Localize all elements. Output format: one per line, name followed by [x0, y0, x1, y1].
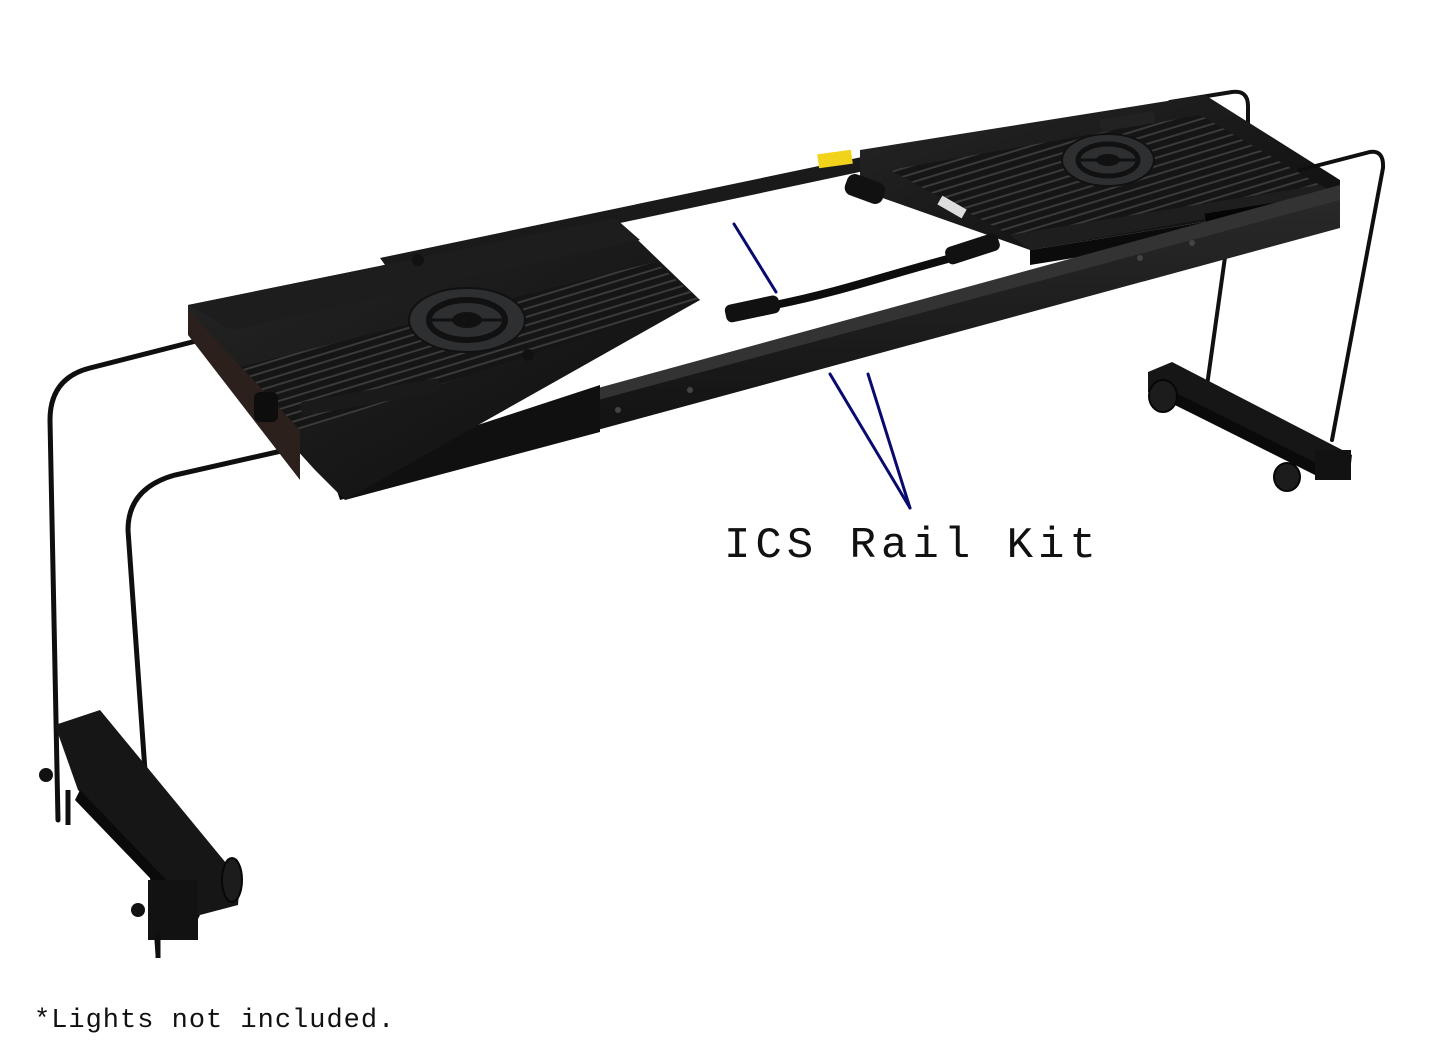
pointer-line-lower-right: [866, 372, 912, 510]
warning-tag: [817, 149, 853, 169]
callout-pointer-lines: [732, 222, 912, 510]
right-rear-knob-icon: [1148, 379, 1178, 413]
right-leg-front-wire: [1298, 149, 1386, 442]
product-label: ICS Rail Kit: [724, 521, 1101, 571]
thumbscrew-icon: [522, 349, 534, 361]
right-cable-connector: [945, 233, 1000, 265]
serial-label: [937, 195, 967, 219]
left-rear-thumbscrew-icon: [39, 768, 53, 782]
right-leg-back-wire: [1168, 89, 1250, 402]
thumbscrew-icon: [412, 254, 424, 266]
left-foot-clamp: [39, 710, 243, 958]
left-fan-guard: [408, 287, 526, 353]
right-foot-clamp: [1148, 362, 1352, 492]
left-front-knob-icon: [221, 857, 243, 903]
pointer-line-lower-left: [828, 372, 912, 510]
connector-cable: [724, 149, 1000, 323]
left-leg-wires: [47, 337, 311, 958]
right-front-knob-icon: [1273, 462, 1301, 492]
right-light-fixture: [860, 95, 1340, 265]
pointer-line-upper: [732, 222, 778, 294]
footnote-text: *Lights not included.: [34, 1006, 396, 1036]
right-fan-guard: [1061, 133, 1155, 187]
left-cable-connector: [724, 295, 781, 323]
left-light-fixture: [188, 218, 700, 500]
upper-cable-connector: [844, 174, 886, 204]
front-rail: [330, 185, 1340, 500]
left-front-thumbscrew-icon: [131, 903, 145, 917]
